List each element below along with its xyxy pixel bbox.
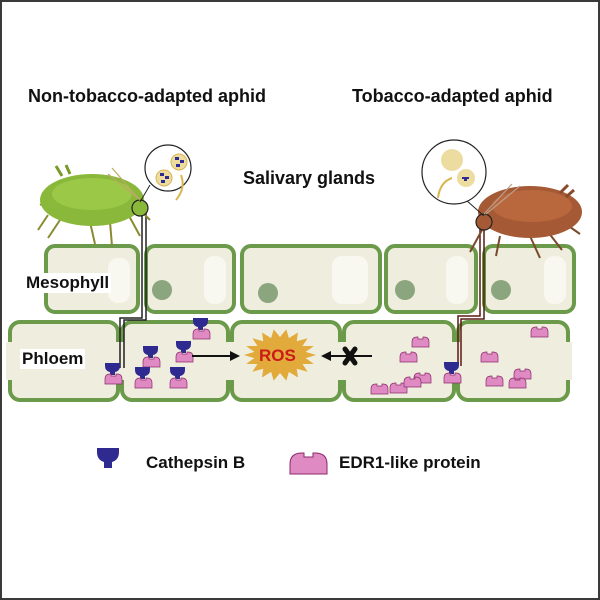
- edr1-like-protein-icon: [480, 351, 499, 363]
- edr1-like-protein-icon: [370, 383, 389, 395]
- edr1-like-protein-icon: [192, 328, 211, 340]
- cathepsin-b-icon: [444, 362, 459, 374]
- title-tobacco-adapted-aphid: Tobacco-adapted aphid: [352, 86, 553, 106]
- ros-label: ROS: [259, 346, 296, 365]
- nucleus: [395, 280, 415, 300]
- cathepsin-b-icon: [135, 367, 150, 379]
- stylet-right: [457, 228, 485, 366]
- vacuole: [108, 258, 130, 303]
- legend-label-cathepsin-b: Cathepsin B: [146, 453, 246, 472]
- edr1-like-protein-icon: [513, 368, 532, 380]
- cathepsin-b-icon: [143, 346, 158, 358]
- blocked-arrow-to-ros: [321, 346, 372, 366]
- vacuole: [332, 256, 368, 304]
- label-mesophyll: Mesophyll: [24, 273, 112, 293]
- arrow-to-ros: [192, 351, 240, 361]
- cathepsin-b-icon: [97, 448, 119, 468]
- edr1-like-protein-icon: [485, 375, 504, 387]
- edr1-like-protein-icon: [530, 326, 549, 338]
- stylet-left: [119, 204, 147, 368]
- block-x-icon: [342, 346, 358, 366]
- vacuole: [544, 256, 566, 304]
- edr1-like-protein-icon: [403, 376, 422, 388]
- cathepsin-b-cluster: [160, 157, 184, 183]
- aphid-tobacco-adapted: [469, 183, 582, 259]
- cathepsin-b-icon: [176, 341, 191, 353]
- legend-label-edr1-like-protein: EDR1-like protein: [339, 453, 481, 472]
- mesophyll-row: [44, 244, 576, 314]
- edr1-like-protein-icon: [411, 336, 430, 348]
- cathepsin-b-icon: [462, 177, 469, 181]
- cathepsin-edr1-complexes: [104, 318, 211, 389]
- nucleus: [258, 283, 278, 303]
- nucleus: [491, 280, 511, 300]
- edr1-like-protein-icon: [142, 356, 161, 368]
- edr1-like-protein-icon: [104, 373, 123, 385]
- cathepsin-b-icon: [170, 367, 185, 379]
- salivary-gland-magnifier-left: [139, 144, 192, 203]
- edr1-like-protein-icon: [508, 377, 527, 389]
- free-edr1-proteins: [370, 326, 549, 395]
- nucleus: [152, 280, 172, 300]
- edr1-like-protein-icon: [443, 372, 462, 384]
- cathepsin-b-icon: [105, 363, 120, 375]
- vacuole: [204, 256, 226, 304]
- label-phloem: Phloem: [20, 349, 86, 369]
- sieve-plate: [6, 342, 14, 380]
- title-non-tobacco-adapted-aphid: Non-tobacco-adapted aphid: [28, 86, 266, 106]
- edr1-like-protein-icon: [399, 351, 418, 363]
- edr1-like-protein-icon: [134, 377, 153, 389]
- aphid-non-tobacco-adapted: [37, 164, 151, 247]
- vacuole: [446, 256, 468, 304]
- edr1-like-protein-icon: [169, 377, 188, 389]
- edr1-like-protein-icon: [289, 452, 328, 475]
- sieve-plate: [566, 342, 572, 380]
- ros-burst: [244, 329, 316, 381]
- cathepsin-b-icon: [193, 318, 208, 330]
- salivary-gland-magnifier-right: [421, 139, 487, 217]
- label-salivary-glands: Salivary glands: [243, 168, 376, 188]
